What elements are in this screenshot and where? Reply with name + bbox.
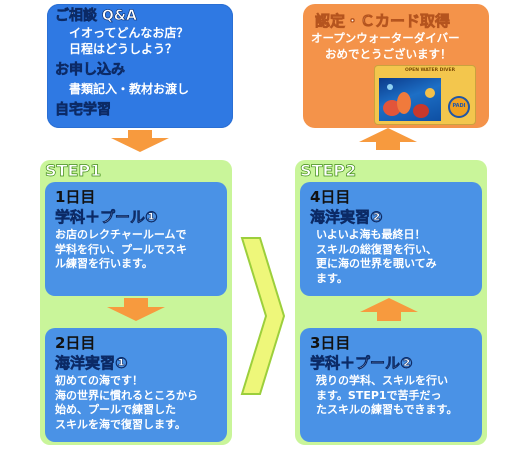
step2-label: STEP2 — [300, 161, 357, 181]
consultation-box: ご相談 Q&A イオってどんなお店？ 日程はどうしよう？ お申し込み 書類記入・… — [47, 4, 233, 128]
consult-line-1: イオってどんなお店？ — [69, 26, 189, 40]
up-arrow-icon — [359, 128, 417, 142]
day2-card: 2日目 海洋実習① 初めての海です！ 海の世界に慣れるところから 始め、プールで… — [45, 328, 227, 442]
down-arrow-head — [107, 307, 165, 321]
cert-line-1: オープンウォーターダイバー — [311, 31, 460, 45]
up-arrow-icon — [360, 298, 418, 312]
down-arrow-head — [111, 138, 169, 152]
day4-number: 4日目 — [310, 188, 351, 206]
apply-line: 書類記入・教材お渡し — [69, 82, 190, 96]
chevron-right-icon — [240, 237, 286, 395]
down-arrow-icon — [124, 298, 148, 307]
step1-label: STEP1 — [45, 161, 102, 181]
day4-text: いよいよ海も最終日！ スキルの総復習を行い、 更に海の世界を覗いてみ ます。 — [316, 228, 437, 285]
step1-panel: STEP1 1日目 学科＋プール① お店のレクチャールームで 学科を行い、プール… — [40, 160, 232, 445]
consult-title: ご相談 Q&A — [55, 8, 137, 25]
day3-card: 3日目 学科＋プール② 残りの学科、スキルを行い ます。STEP1で苦手だっ た… — [300, 328, 482, 442]
card-logo-text: PADI — [452, 103, 466, 109]
day2-number: 2日目 — [55, 334, 96, 352]
cert-title: 認定・Ｃカード取得 — [315, 12, 451, 31]
day2-text: 初めての海です！ 海の世界に慣れるところから 始め、プールで練習した スキルを海… — [55, 374, 198, 431]
day3-text: 残りの学科、スキルを行い ます。STEP1で苦手だっ たスキルの練習もできます。 — [316, 374, 458, 416]
day4-card: 4日目 海洋実習② いよいよ海も最終日！ スキルの総復習を行い、 更に海の世界を… — [300, 182, 482, 296]
day2-title: 海洋実習① — [55, 354, 128, 373]
day1-card: 1日目 学科＋プール① お店のレクチャールームで 学科を行い、プールでスキ ル練… — [45, 182, 227, 296]
apply-title: お申し込み — [55, 62, 126, 79]
consult-line-2: 日程はどうしよう？ — [69, 42, 178, 56]
down-arrow-icon — [128, 130, 152, 138]
up-arrow-body — [377, 312, 401, 321]
cert-line-2: おめでとうございます！ — [325, 47, 452, 61]
day1-number: 1日目 — [55, 188, 96, 206]
day3-title: 学科＋プール② — [310, 354, 413, 373]
day1-title: 学科＋プール① — [55, 208, 158, 227]
card-title: OPEN WATER DIVER — [405, 68, 456, 73]
day3-number: 3日目 — [310, 334, 351, 352]
self-study-label: 自宅学習 — [55, 102, 112, 119]
coral-photo — [379, 78, 441, 121]
day4-title: 海洋実習② — [310, 208, 383, 227]
card-logo: PADI — [448, 96, 470, 118]
up-arrow-body — [376, 142, 400, 150]
c-card-image: OPEN WATER DIVER PADI — [375, 66, 475, 124]
day1-text: お店のレクチャールームで 学科を行い、プールでスキ ル練習を行います。 — [55, 228, 187, 270]
step2-panel: STEP2 4日目 海洋実習② いよいよ海も最終日！ スキルの総復習を行い、 更… — [295, 160, 487, 445]
